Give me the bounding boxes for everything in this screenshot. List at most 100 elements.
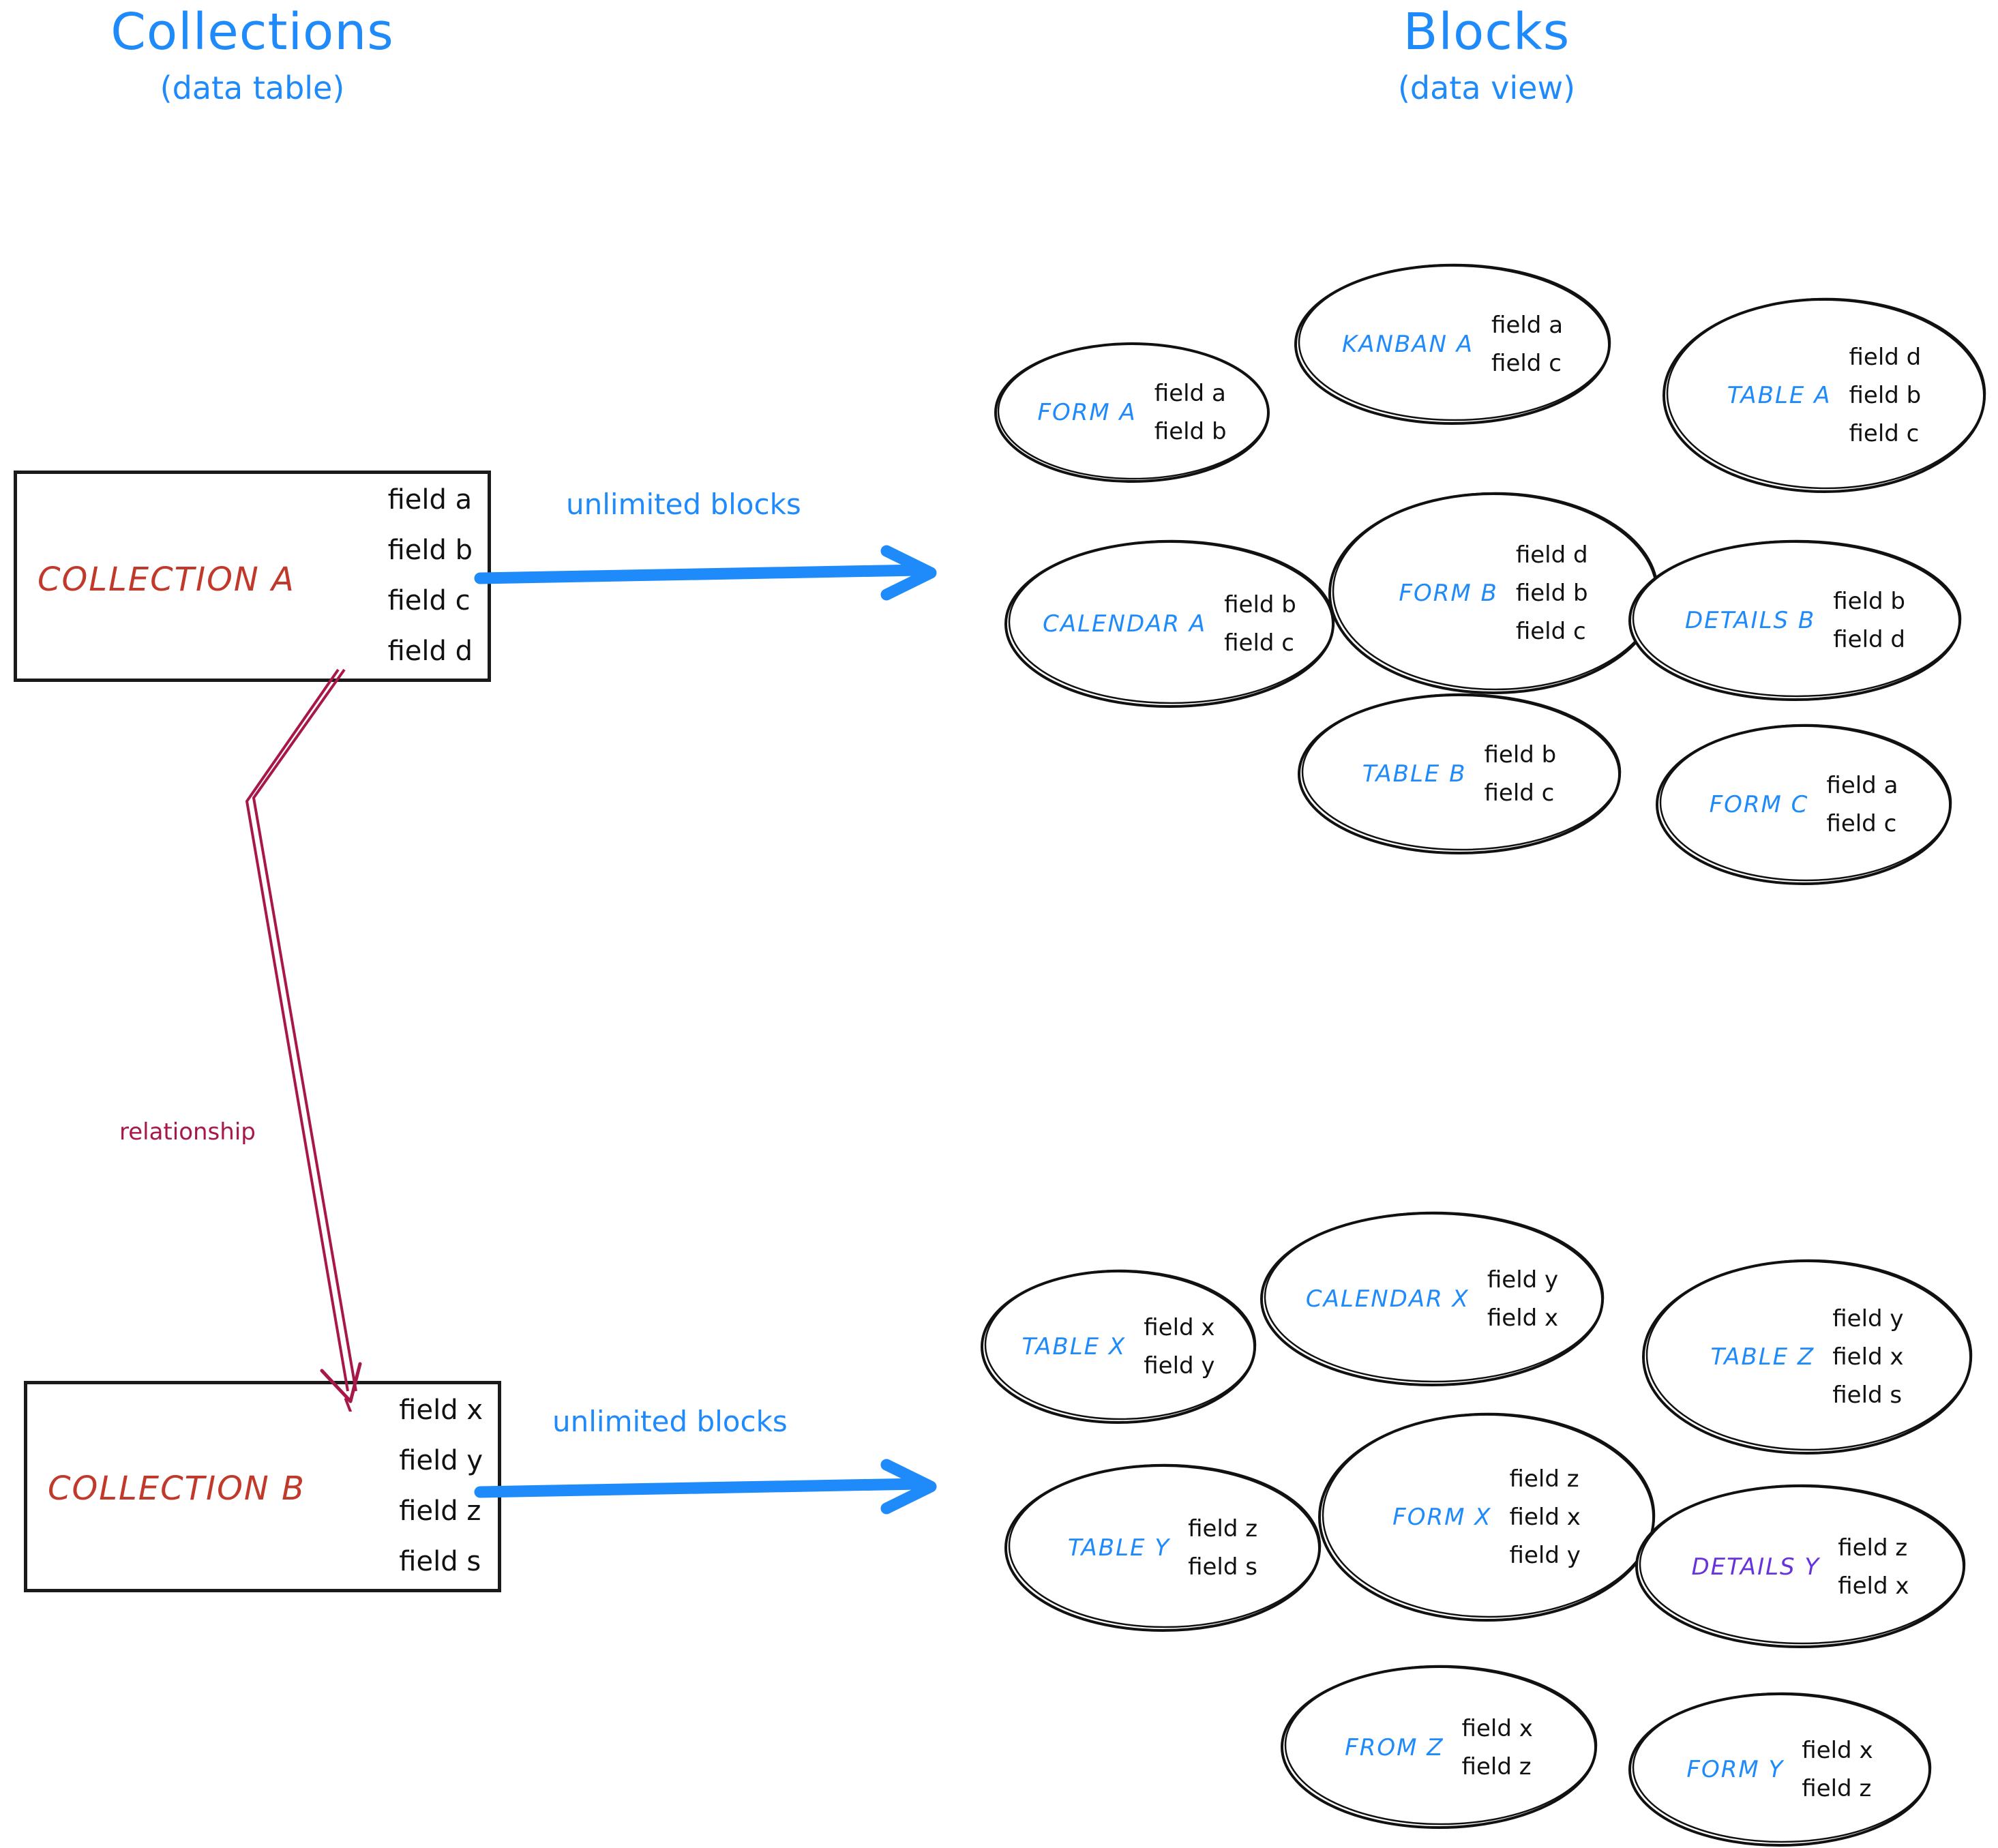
ellipse-outline xyxy=(1004,1463,1322,1632)
ellipse-outline xyxy=(1260,1211,1605,1386)
collection-b-field: field y xyxy=(399,1445,483,1476)
block-from-z[interactable]: FROM Z field x field z xyxy=(1279,1664,1599,1831)
block-label: FORM X xyxy=(1392,1504,1492,1531)
block-field: field x xyxy=(1461,1714,1533,1742)
ellipse-outline xyxy=(1004,539,1335,708)
block-form-c[interactable]: FORM C field a field c xyxy=(1654,723,1954,886)
block-table-x[interactable]: TABLE X field x field y xyxy=(979,1268,1258,1425)
block-field: field d xyxy=(1515,541,1588,569)
block-label: TABLE Z xyxy=(1710,1343,1815,1371)
block-field: field y xyxy=(1832,1305,1904,1332)
block-form-b[interactable]: FORM B field d field b field c xyxy=(1326,491,1660,696)
collection-b-box[interactable]: field x field y field z field s xyxy=(24,1381,501,1592)
block-field-list: field y field x xyxy=(1487,1268,1558,1330)
block-label: FORM A xyxy=(1037,399,1137,426)
block-field: field c xyxy=(1849,420,1920,447)
ellipse-outline xyxy=(1298,693,1622,854)
block-field-list: field x field z xyxy=(1462,1717,1533,1778)
collection-a-field-list: field a field b field c field d xyxy=(388,486,473,688)
block-field: field x xyxy=(1832,1343,1904,1371)
block-field: field s xyxy=(1832,1382,1903,1409)
block-form-y[interactable]: FORM Y field x field z xyxy=(1626,1691,1933,1848)
ellipse-outline xyxy=(1656,724,1952,885)
block-field-list: field d field b field c xyxy=(1516,543,1588,643)
block-field-list: field d field b field c xyxy=(1849,346,1921,445)
block-kanban-a[interactable]: KANBAN A field a field c xyxy=(1292,263,1613,426)
block-field: field a xyxy=(1154,380,1226,407)
block-field: field y xyxy=(1509,1542,1581,1569)
unlimited-blocks-arrow-bottom xyxy=(474,1459,937,1515)
block-label: FROM Z xyxy=(1345,1733,1444,1761)
block-field: field b xyxy=(1224,591,1296,619)
relationship-connector xyxy=(245,668,362,1412)
block-field: field c xyxy=(1515,618,1586,645)
collection-b-field: field s xyxy=(399,1546,481,1577)
block-field: field b xyxy=(1833,588,1906,615)
block-form-a[interactable]: FORM A field a field b xyxy=(992,341,1272,484)
block-field-list: field z field x field y xyxy=(1510,1467,1581,1567)
block-field: field z xyxy=(1461,1753,1532,1780)
block-table-z[interactable]: TABLE Z field y field x field s xyxy=(1640,1258,1974,1456)
block-label: DETAILS Y xyxy=(1691,1553,1821,1581)
block-table-a[interactable]: TABLE A field d field b field c xyxy=(1660,297,1988,494)
block-field: field b xyxy=(1515,580,1588,607)
block-field: field d xyxy=(1849,344,1922,371)
block-field: field x xyxy=(1802,1737,1873,1764)
block-field: field x xyxy=(1838,1572,1909,1600)
block-field-list: field x field z xyxy=(1802,1739,1873,1800)
block-label: FORM Y xyxy=(1686,1756,1785,1783)
block-label: TABLE X xyxy=(1022,1333,1127,1360)
block-field: field y xyxy=(1487,1266,1559,1294)
block-field: field b xyxy=(1849,382,1922,409)
collection-b-name: COLLECTION B xyxy=(48,1470,305,1508)
collection-a-name: COLLECTION A xyxy=(38,561,295,599)
collection-a-box[interactable]: field a field b field c field d xyxy=(14,471,491,682)
block-form-x[interactable]: FORM X field z field x field y xyxy=(1316,1412,1657,1623)
block-field-list: field a field c xyxy=(1826,774,1898,835)
block-details-y[interactable]: DETAILS Y field z field x xyxy=(1633,1483,1967,1650)
block-label: CALENDAR A xyxy=(1043,610,1207,638)
ellipse-outline xyxy=(981,1269,1257,1424)
collections-heading-subtitle: (data table) xyxy=(160,70,345,106)
relationship-label: relationship xyxy=(119,1118,256,1146)
collection-a-field: field d xyxy=(387,636,473,667)
block-field-list: field a field b xyxy=(1154,382,1227,443)
ellipse-outline xyxy=(994,342,1270,483)
block-calendar-x[interactable]: CALENDAR X field y field x xyxy=(1258,1210,1606,1388)
blocks-heading-subtitle: (data view) xyxy=(1397,70,1576,106)
block-label: TABLE B xyxy=(1362,760,1467,788)
block-field: field z xyxy=(1188,1515,1258,1543)
block-field: field c xyxy=(1826,810,1897,837)
block-field: field x xyxy=(1144,1314,1215,1341)
collection-b-field-list: field x field y field z field s xyxy=(399,1397,483,1598)
collections-heading: Collections (data table) xyxy=(0,7,505,104)
collection-b-field: field x xyxy=(399,1395,483,1426)
block-field: field s xyxy=(1188,1553,1257,1581)
block-field: field b xyxy=(1484,741,1557,769)
block-field: field d xyxy=(1833,626,1906,653)
unlimited-blocks-label-top: unlimited blocks xyxy=(566,488,801,521)
collection-a-field: field c xyxy=(387,585,471,616)
block-label: CALENDAR X xyxy=(1305,1285,1470,1313)
block-field: field x xyxy=(1509,1504,1581,1531)
blocks-heading: Blocks (data view) xyxy=(1234,7,1739,104)
unlimited-blocks-label-bottom: unlimited blocks xyxy=(552,1405,788,1438)
block-field: field b xyxy=(1154,418,1227,445)
ellipse-outline xyxy=(1642,1259,1973,1455)
block-label: TABLE Y xyxy=(1067,1534,1171,1562)
block-field: field a xyxy=(1491,312,1564,339)
collection-b-field: field z xyxy=(399,1495,481,1527)
ellipse-outline xyxy=(1662,297,1986,493)
ellipse-outline xyxy=(1635,1484,1966,1648)
block-table-y[interactable]: TABLE Y field z field s xyxy=(1002,1463,1323,1633)
block-calendar-a[interactable]: CALENDAR A field b field c xyxy=(1002,539,1337,709)
block-details-b[interactable]: DETAILS B field b field d xyxy=(1626,539,1964,702)
ellipse-outline xyxy=(1294,263,1611,425)
collection-a-field: field b xyxy=(387,535,473,566)
block-label: KANBAN A xyxy=(1341,331,1474,358)
block-label: FORM C xyxy=(1709,791,1809,818)
block-field: field c xyxy=(1224,629,1294,657)
unlimited-blocks-arrow-top xyxy=(474,545,937,601)
block-table-b[interactable]: TABLE B field b field c xyxy=(1296,692,1623,856)
block-field-list: field a field c xyxy=(1491,314,1563,375)
